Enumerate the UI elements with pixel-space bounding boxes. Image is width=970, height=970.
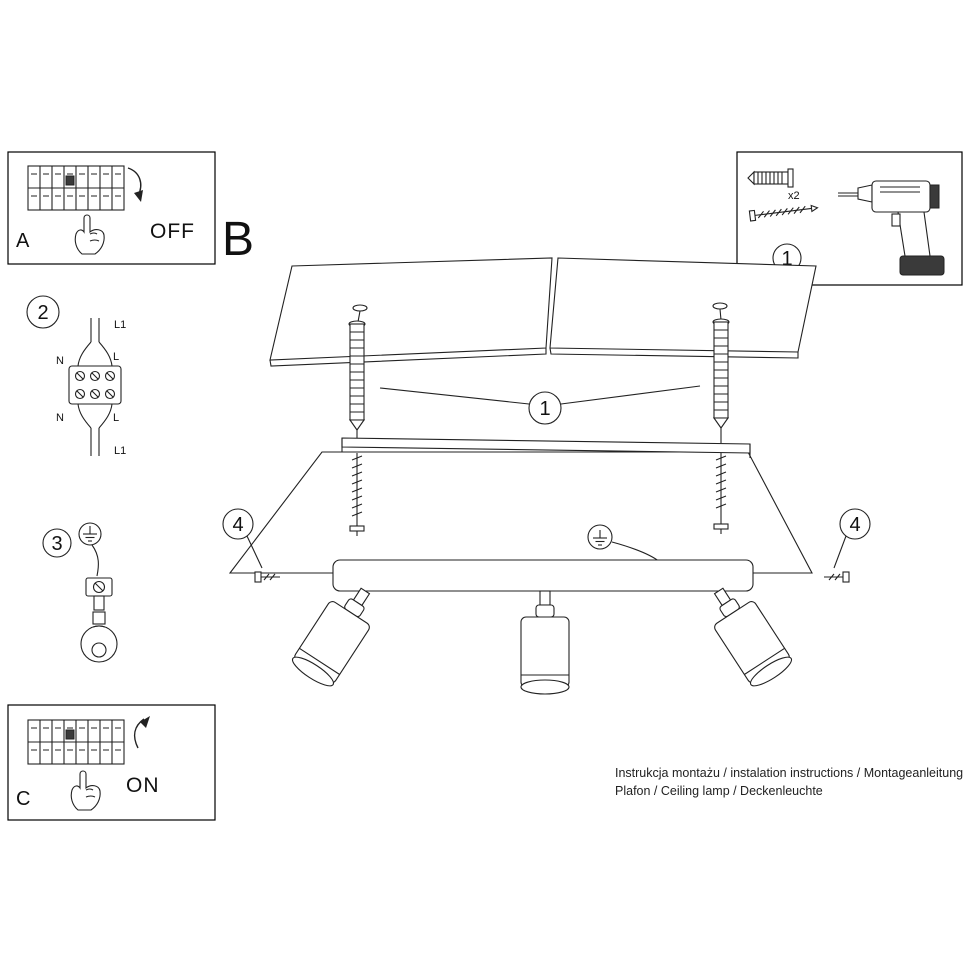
breaker-panel-icon bbox=[27, 165, 125, 211]
board-right-edge bbox=[549, 347, 799, 359]
spotlight-middle bbox=[520, 590, 570, 695]
wall-anchor-left bbox=[348, 310, 366, 445]
step1-circle bbox=[528, 391, 562, 425]
step4-circle-right bbox=[839, 508, 871, 540]
mounting-screw-left bbox=[349, 453, 365, 536]
drill-icon bbox=[838, 180, 945, 276]
panel-c-border bbox=[7, 704, 216, 821]
terminal-block-icon bbox=[68, 365, 122, 405]
flip-down-arrowhead bbox=[134, 190, 143, 202]
mounting-clamp-icon bbox=[80, 611, 118, 663]
ground-wire bbox=[91, 544, 99, 577]
panel-kit: x2 1 bbox=[736, 151, 963, 286]
breaker-panel-icon-2 bbox=[27, 719, 125, 765]
wires-top bbox=[77, 341, 113, 367]
step4-circle-left bbox=[222, 508, 254, 540]
wall-plug-icon bbox=[747, 168, 794, 188]
earth-symbol-small bbox=[78, 522, 102, 546]
label-l1-top: L1 bbox=[114, 319, 126, 331]
mounting-channel bbox=[341, 437, 751, 454]
wall-anchor-right bbox=[712, 308, 730, 443]
earth-wire-main bbox=[611, 541, 661, 563]
ceiling-board-right bbox=[549, 257, 817, 353]
earth-glyph-small bbox=[82, 525, 98, 542]
label-l1-bottom: L1 bbox=[114, 445, 126, 457]
footer-line-1: Instrukcja montażu / instalation instruc… bbox=[615, 766, 963, 780]
main-assembly: 1 4 4 bbox=[222, 257, 871, 695]
callout1-leader-left bbox=[379, 387, 530, 405]
ground-terminal-icon bbox=[85, 577, 113, 611]
callout1-leader-right bbox=[560, 385, 701, 405]
panel-a-letter: A bbox=[16, 230, 30, 252]
label-n-top: N bbox=[56, 355, 64, 367]
step3-number: 3 bbox=[51, 533, 62, 555]
wiring-diagram: 2 L1 L N N L L1 bbox=[26, 295, 126, 457]
pointing-hand-icon-2 bbox=[70, 770, 101, 811]
panel-c-letter: C bbox=[16, 788, 30, 810]
ceiling-plane bbox=[228, 451, 813, 574]
panel-c-switch-on: ON C bbox=[7, 704, 216, 821]
screw-icon bbox=[748, 204, 819, 222]
side-screw-left bbox=[254, 571, 280, 583]
wires-bottom bbox=[77, 403, 113, 429]
panel-a-switch-off: OFF A bbox=[7, 151, 216, 265]
flip-up-arrow-icon bbox=[133, 718, 145, 749]
panel-a-border bbox=[7, 151, 216, 265]
step2-circle bbox=[26, 295, 60, 329]
step4-number-left: 4 bbox=[232, 514, 243, 536]
mounting-screw-right bbox=[713, 453, 729, 534]
panel-kit-border bbox=[736, 151, 963, 286]
board-left-edge bbox=[269, 348, 547, 367]
cable-bottom bbox=[90, 428, 100, 456]
side-screw-right bbox=[824, 571, 850, 583]
off-label: OFF bbox=[150, 220, 195, 243]
channel-ends bbox=[341, 438, 751, 458]
step4-number-right: 4 bbox=[849, 514, 860, 536]
ceiling-board-left bbox=[269, 257, 553, 361]
lamp-rail bbox=[332, 559, 754, 592]
plug-count-label: x2 bbox=[788, 190, 800, 202]
label-l-bottom: L bbox=[113, 412, 119, 424]
pointing-hand-icon bbox=[74, 214, 105, 255]
flip-up-arrowhead bbox=[140, 716, 150, 728]
callout4-leader-right bbox=[833, 535, 847, 569]
kit-step-number: 1 bbox=[781, 248, 792, 270]
grounding-step: 3 bbox=[42, 522, 118, 663]
step2-number: 2 bbox=[37, 302, 48, 324]
on-label: ON bbox=[126, 774, 160, 797]
panel-b-letter: B bbox=[222, 213, 254, 266]
step1-number: 1 bbox=[539, 398, 550, 420]
label-n-bottom: N bbox=[56, 412, 64, 424]
footer-line-2: Plafon / Ceiling lamp / Deckenleuchte bbox=[615, 784, 823, 798]
step3-circle bbox=[42, 528, 72, 558]
callout4-leader-left bbox=[246, 535, 263, 569]
spotlight-left bbox=[291, 587, 371, 687]
spotlight-right bbox=[713, 587, 793, 687]
cable-top bbox=[90, 318, 100, 342]
label-l-top: L bbox=[113, 351, 119, 363]
